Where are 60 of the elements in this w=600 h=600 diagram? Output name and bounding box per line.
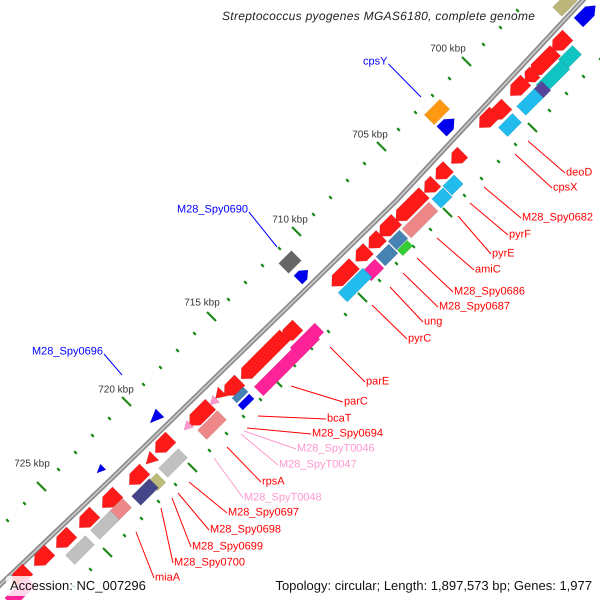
leader-line: [172, 498, 192, 548]
leader-line: [246, 428, 312, 434]
leader-line: [528, 140, 566, 174]
leader-line: [160, 508, 174, 564]
gene-label: ung: [424, 316, 442, 328]
diagram-title: Streptococcus pyogenes MGAS6180, complete genome: [222, 10, 536, 24]
gene-label: M28_Spy0686: [454, 286, 525, 298]
gene-label: bcaT: [327, 412, 352, 426]
leader-line: [103, 354, 122, 376]
leader-line: [136, 532, 154, 578]
leader-line: [372, 304, 408, 340]
scale-label: 705 kbp: [352, 130, 388, 140]
gene-label: M28_Spy0700: [174, 556, 245, 570]
leader-line: [436, 238, 474, 270]
scale-label: 710 kbp: [272, 214, 308, 226]
leader-line: [484, 186, 522, 218]
gene-label: M28_Spy0682: [522, 212, 593, 224]
scale-label: 720 kbp: [98, 384, 134, 396]
gene-label: M28_Spy0694: [312, 428, 383, 440]
leader-line: [514, 154, 552, 188]
gene-label: rpsA: [262, 476, 285, 488]
gene-label: pyrE: [492, 248, 515, 260]
gene-label: parE: [366, 376, 390, 388]
leader-line: [248, 212, 278, 248]
leader-line: [244, 430, 296, 450]
leader-line: [388, 64, 422, 98]
leader-line: [402, 272, 438, 308]
gene-label: M28_Spy0690: [177, 204, 248, 216]
scale-label: 725 kbp: [14, 458, 50, 470]
gene-label: M28_Spy0699: [192, 540, 263, 554]
leader-line: [416, 258, 454, 292]
leader-line: [258, 416, 326, 420]
leader-line: [178, 492, 210, 530]
leader-line: [214, 458, 244, 498]
gene-label: M28_SpyT0048: [244, 492, 322, 504]
gene-label: pyrC: [408, 332, 432, 346]
leader-line: [188, 482, 228, 514]
gene-label: miaA: [155, 572, 180, 584]
leader-line: [470, 202, 508, 236]
leader-line: [390, 286, 424, 322]
leader-line: [330, 346, 366, 382]
genome-info-text: Topology: circular; Length: 1,897,573 bp; Genes: 1,977: [275, 578, 592, 594]
gene-label: parC: [344, 396, 368, 408]
gene-label: amiC: [475, 264, 501, 276]
scale-label: 700 kbp: [430, 44, 466, 54]
gene-label: M28_Spy0696: [32, 346, 103, 358]
gene-label: deoD: [566, 166, 592, 180]
leader-line: [290, 386, 344, 402]
gene-label: cpsY: [363, 56, 388, 68]
leader-line: [240, 434, 278, 466]
gene-label: M28_Spy0687: [439, 300, 510, 314]
gene-label: M28_SpyT0046: [297, 442, 375, 456]
gene-label: cpsX: [553, 182, 578, 194]
gene-label: pyrF: [509, 228, 531, 242]
leader-line: [458, 216, 492, 254]
scale-label: 715 kbp: [184, 298, 220, 308]
gene-label: M28_Spy0697: [228, 506, 299, 520]
gene-label: M28_SpyT0047: [279, 458, 357, 472]
gene-label: M28_Spy0698: [210, 524, 281, 536]
leader-line: [226, 446, 262, 482]
